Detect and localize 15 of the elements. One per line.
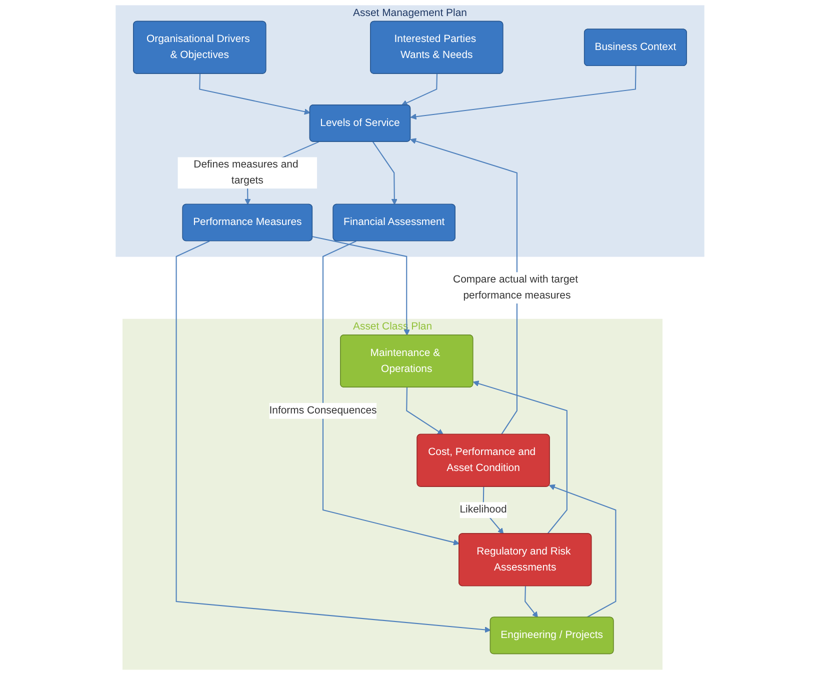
arrow	[410, 138, 518, 435]
arrow	[199, 74, 310, 115]
arrow	[401, 74, 438, 106]
arrow	[312, 236, 410, 336]
edge-label: Compare actual with target performance measures	[453, 274, 578, 302]
arrow	[372, 142, 398, 205]
arrow	[548, 484, 616, 618]
edge-label: Informs Consequences	[269, 404, 377, 416]
arrow	[410, 66, 636, 120]
arrow	[524, 586, 538, 618]
arrow	[322, 240, 460, 546]
arrow	[406, 388, 444, 435]
arrow	[176, 240, 491, 633]
edge-label: Likelihood	[460, 504, 507, 516]
edge-label: Defines measures and targets	[194, 158, 298, 186]
